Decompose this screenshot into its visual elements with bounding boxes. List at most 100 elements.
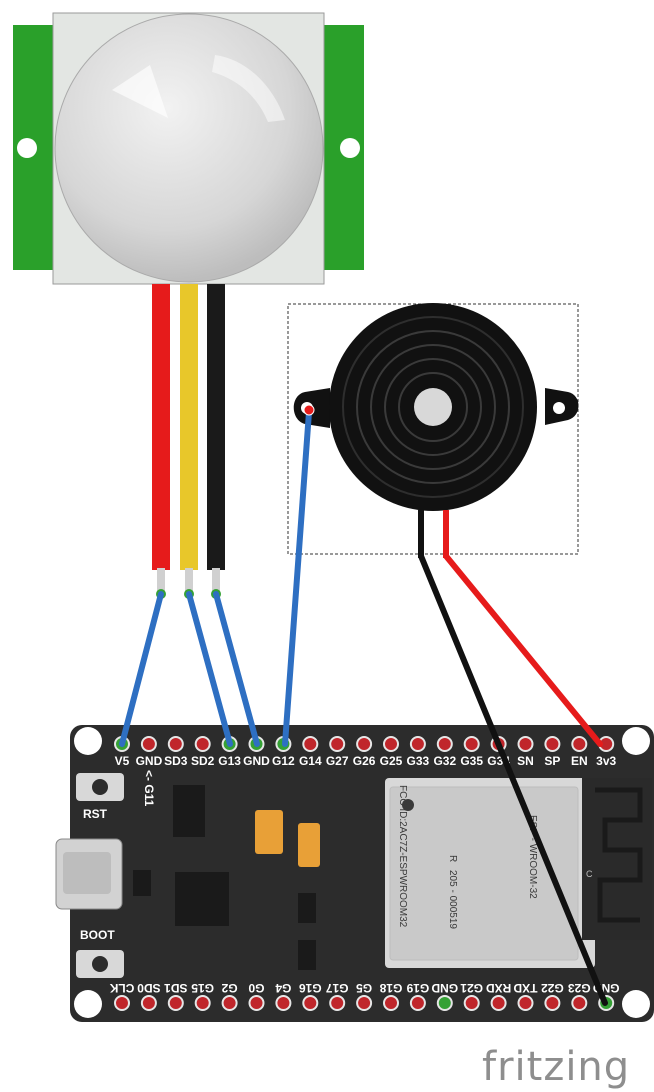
top-pin [356,736,373,752]
wroom-markings: FCC ID:2AC7Z-ESPWROOM32 205 - 000519 ESP… [397,785,538,929]
capacitor-1 [255,810,283,854]
boot-label: BOOT [80,928,115,942]
module-fcc: FCC ID:2AC7Z-ESPWROOM32 [397,785,408,928]
bottom-pin-label: GND [431,981,458,995]
top-pin-label: G25 [380,754,403,768]
bottom-pin-label: G2 [221,981,237,995]
wire-pir-out [186,591,233,747]
bottom-pin [221,995,238,1011]
buzzer-center [414,388,452,426]
bottom-pin [167,995,184,1011]
bottom-pin [248,995,265,1011]
bottom-pin-label: G19 [406,981,429,995]
top-pin [383,736,399,752]
voltage-regulator [173,785,205,837]
top-pin [544,736,561,752]
bottom-pin-label: G23 [568,981,591,995]
top-pin-label: SN [517,754,534,768]
top-pin-label: G12 [272,754,295,768]
wire-pir-gnd [213,591,260,747]
bottom-pin [329,995,346,1011]
top-pin [571,736,588,752]
top-pin [194,736,211,752]
wires [119,404,608,1006]
top-pin-label: GND [243,754,270,768]
pir-lead-vcc [152,284,170,570]
pir-dome [54,13,324,283]
top-pin-label: SD2 [191,754,215,768]
pir-lead-out [180,284,198,570]
pir-dome-highlight-2 [212,55,285,122]
top-pin-label: G35 [460,754,483,768]
top-pin-label: EN [571,754,588,768]
bottom-pin [409,995,426,1011]
bottom-pin [463,995,480,1011]
pir-dome-highlight [112,65,168,118]
fritzing-watermark: fritzing [482,1044,630,1090]
bottom-pin [356,995,373,1011]
pir-sensor [13,12,364,599]
bottom-pin [194,995,211,1011]
top-pin-label: G13 [218,754,241,768]
wire-pir-vcc [119,591,164,747]
top-pin-label: GND [136,754,163,768]
bottom-pin-label: G5 [356,981,372,995]
top-pin [517,736,534,752]
top-pin-label: SP [544,754,560,768]
bottom-pin-label: TXD [513,981,537,995]
bottom-pin-label: G16 [299,981,322,995]
usb-uart-chip [175,872,229,926]
top-pin [167,736,184,752]
module-code: 205 - 000519 [447,870,458,929]
bottom-pin [275,995,292,1011]
top-pin [140,736,157,752]
buzzer-mount-tabs [293,388,579,428]
top-pin [463,736,480,752]
module-r-mark: R [447,855,458,862]
bottom-pin [436,995,453,1011]
top-pin-label: G33 [407,754,430,768]
bottom-pin [544,995,561,1011]
bottom-pin [302,995,319,1011]
wire-buzzer-red [443,553,603,747]
bottom-pin-label: G22 [541,981,564,995]
capacitor-2 [298,823,320,867]
top-pin-label: G27 [326,754,349,768]
bottom-pin [114,995,130,1011]
g11-label: <- G11 [142,770,156,807]
top-pin [302,736,319,752]
bottom-pin-label: G17 [326,981,349,995]
bottom-pin-label: G0 [248,981,264,995]
esp32-board [55,725,654,1022]
bottom-pin-label: G4 [275,981,291,995]
pir-lead-gnd [207,284,225,570]
wire-buzzer-black [418,553,608,1006]
piezo-buzzer [287,303,579,558]
top-pin [436,736,453,752]
bottom-pin-label: G18 [379,981,402,995]
top-pin-label: SD3 [164,754,188,768]
bottom-pin [383,995,399,1011]
bottom-pin [571,995,588,1011]
pir-mount-hole-left [17,138,37,158]
bottom-pin-label: SD0 [137,981,161,995]
top-pin-label: G26 [353,754,376,768]
top-pin-label: 3v3 [596,754,616,768]
bottom-pin [490,995,507,1011]
wire-buzzer-signal [282,409,312,747]
antenna-c-mark: C [586,869,593,879]
bottom-pin [517,995,534,1011]
bottom-pin-label: SD1 [164,981,188,995]
pir-mount-hole-right [340,138,360,158]
top-pin-label: G32 [433,754,456,768]
bottom-pin [140,995,157,1011]
bottom-pin-label: G15 [191,981,214,995]
rst-label: RST [83,807,108,821]
top-pin [329,736,346,752]
bottom-pin-label: CLK [109,981,134,995]
bottom-pin-label: RXD [486,981,512,995]
bottom-pin-label: G21 [460,981,483,995]
top-pin [409,736,426,752]
top-pin-label: V5 [115,754,130,768]
